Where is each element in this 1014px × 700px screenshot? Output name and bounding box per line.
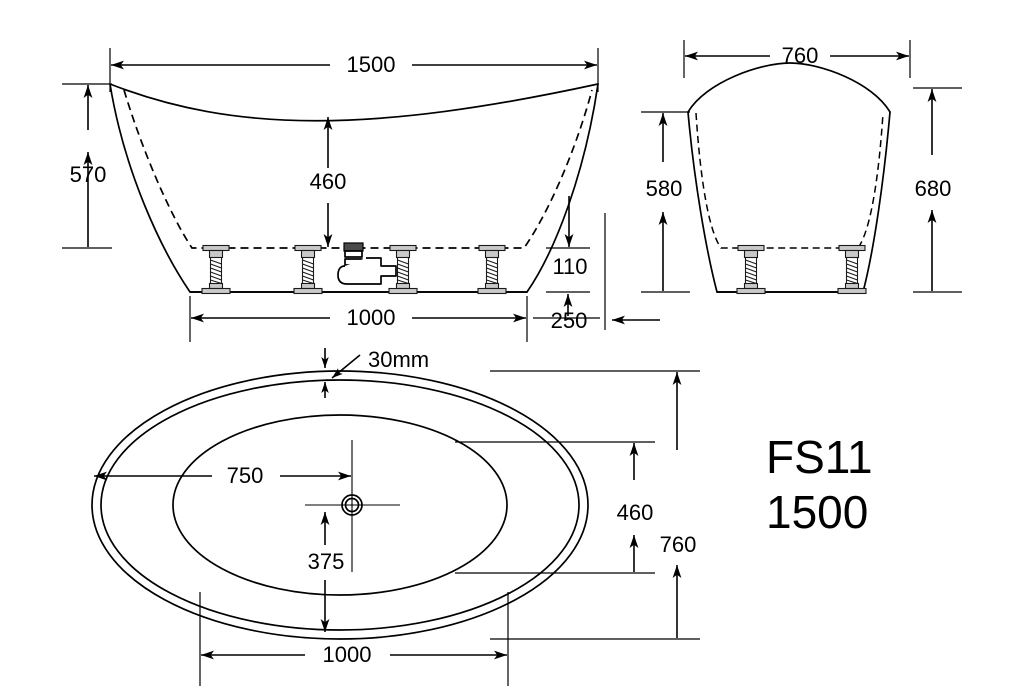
dim-plan-base-length: 1000	[199, 592, 509, 686]
dim-plan-waste-offset: 375	[308, 512, 345, 632]
dim-label-760-side-width: 760	[782, 43, 819, 68]
front-foot-1	[201, 244, 231, 295]
dim-label-750-half-length: 750	[227, 463, 264, 488]
plan-inner-rim-oval	[100, 379, 580, 631]
dim-front-overall-height: 570	[62, 83, 112, 249]
dim-label-375-waste-offset: 375	[308, 549, 345, 574]
dim-label-680-side-height: 680	[915, 176, 952, 201]
dim-front-internal-depth: 460	[310, 117, 347, 247]
dim-plan-inner-half-length: 750	[94, 463, 351, 488]
dim-label-570-height: 570	[70, 162, 107, 187]
dim-front-overall-width: 1500	[109, 48, 599, 92]
dim-label-250-offset: 250	[551, 308, 588, 333]
dim-label-1000-plan-length: 1000	[323, 642, 372, 667]
dim-label-1500-width: 1500	[347, 52, 396, 77]
dim-label-580-side-height: 580	[646, 176, 683, 201]
plan-waste-outlet	[341, 494, 363, 516]
dim-label-460-inner-width: 460	[617, 500, 654, 525]
side-tub-rim-arc	[687, 62, 891, 113]
side-tub-outer-profile	[687, 111, 891, 293]
side-foot-1	[736, 244, 766, 295]
dim-plan-inner-width: 460	[455, 441, 655, 574]
dim-label-1000-base-width: 1000	[347, 305, 396, 330]
dim-side-overall-width: 760	[683, 40, 911, 78]
front-foot-2	[293, 244, 323, 295]
side-tub-inner-hidden-profile	[695, 112, 884, 249]
model-label-line-2: 1500	[766, 486, 868, 538]
model-label-block: FS11 1500	[766, 431, 873, 538]
dim-label-460-depth: 460	[310, 169, 347, 194]
dim-label-760-plan-width: 760	[660, 532, 697, 557]
dim-plan-rim-thickness: 30mm	[321, 347, 429, 398]
dim-side-internal-height: 580	[641, 111, 690, 293]
dim-plan-overall-width: 760	[490, 370, 700, 640]
dim-side-overall-height: 680	[913, 87, 962, 293]
model-label-line-1: FS11	[766, 431, 873, 483]
dim-front-base-width: 1000	[189, 296, 528, 342]
dim-front-foot-height: 110	[546, 196, 590, 293]
side-foot-2	[837, 244, 867, 295]
side-elevation-view: 760 580 680	[641, 40, 962, 295]
dim-label-30mm-rim: 30mm	[368, 347, 429, 372]
front-tub-inner-hidden-profile	[123, 89, 593, 249]
front-elevation-view: 1500 570 460 1000 110	[62, 48, 660, 342]
dim-label-110-foot-height: 110	[552, 254, 587, 279]
front-waste-trap-assembly	[337, 242, 397, 285]
front-foot-4	[477, 244, 507, 295]
plan-view: 30mm 750 375 460 760	[91, 347, 700, 686]
front-tub-rim-curve	[109, 83, 599, 122]
dim-front-base-offset: 250	[533, 213, 660, 333]
plan-basin-oval	[172, 414, 508, 596]
